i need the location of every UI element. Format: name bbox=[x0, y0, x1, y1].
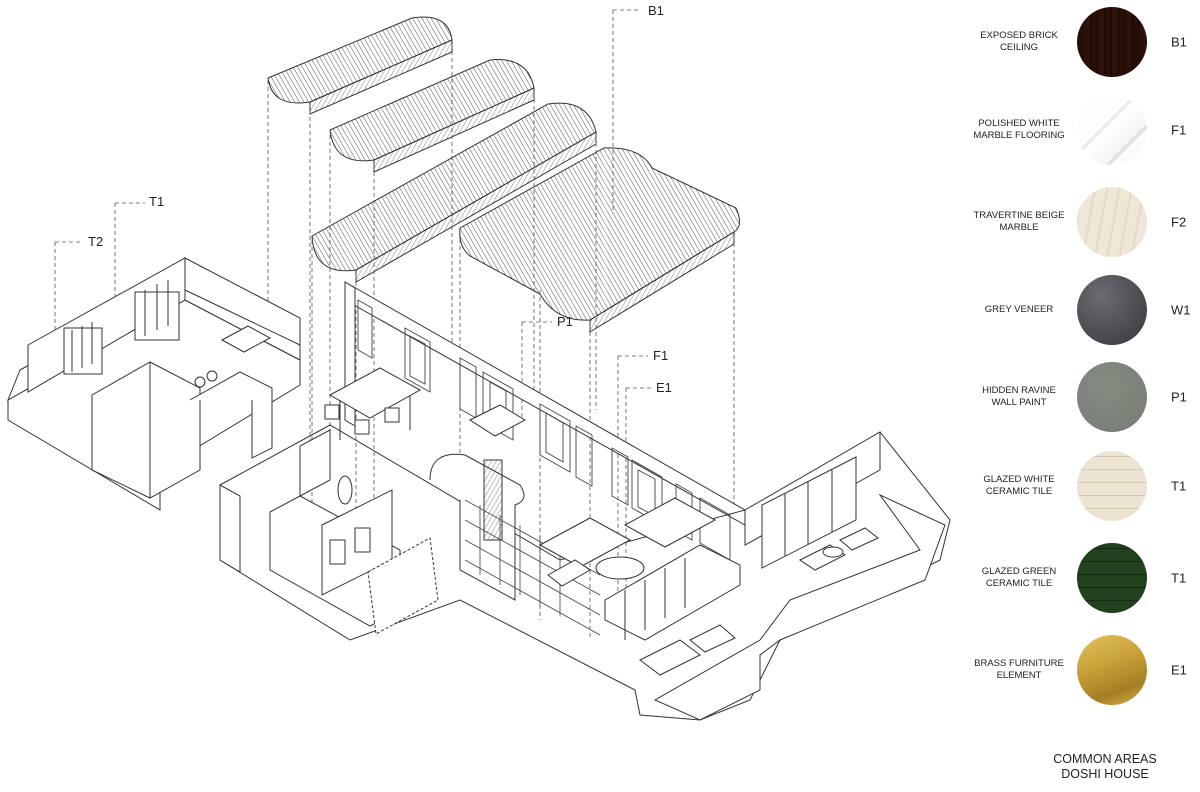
brick-swatch bbox=[1077, 7, 1147, 77]
material-code: F1 bbox=[1171, 122, 1187, 138]
title-line-2: DOSHI HOUSE bbox=[1061, 767, 1149, 781]
callout-p1: P1 bbox=[557, 314, 573, 329]
white-marble-swatch bbox=[1077, 95, 1147, 165]
callout-f1: F1 bbox=[653, 348, 669, 363]
material-name: GREY VENEER bbox=[984, 304, 1054, 315]
callout-t2: T2 bbox=[88, 234, 104, 249]
material-row-grey-veneer: GREY VENEER W1 bbox=[965, 268, 1200, 352]
glass-grid bbox=[464, 499, 601, 636]
material-code: P1 bbox=[1171, 389, 1187, 405]
main-hall bbox=[219, 281, 951, 721]
left-suite bbox=[7, 257, 301, 511]
brass-swatch bbox=[1077, 635, 1147, 705]
axonometric-drawing bbox=[7, 9, 951, 721]
callout-b1: B1 bbox=[648, 3, 664, 18]
grey-veneer-swatch bbox=[1077, 275, 1147, 345]
material-code: T1 bbox=[1171, 478, 1187, 494]
terrace bbox=[653, 431, 946, 721]
callout-t1: T1 bbox=[149, 194, 165, 209]
material-code: F2 bbox=[1171, 214, 1187, 230]
drawing-title: COMMON AREAS DOSHI HOUSE bbox=[1040, 752, 1170, 782]
material-code: W1 bbox=[1171, 302, 1191, 318]
callout-e1: E1 bbox=[656, 380, 672, 395]
white-tile-swatch bbox=[1077, 451, 1147, 521]
vault-ceiling-slabs bbox=[267, 16, 740, 333]
wall-paint-swatch bbox=[1077, 362, 1147, 432]
travertine-swatch bbox=[1077, 187, 1147, 257]
material-code: T1 bbox=[1171, 570, 1187, 586]
material-code: E1 bbox=[1171, 662, 1187, 678]
title-line-1: COMMON AREAS bbox=[1053, 752, 1157, 766]
material-code: B1 bbox=[1171, 34, 1187, 50]
green-tile-swatch bbox=[1077, 543, 1147, 613]
